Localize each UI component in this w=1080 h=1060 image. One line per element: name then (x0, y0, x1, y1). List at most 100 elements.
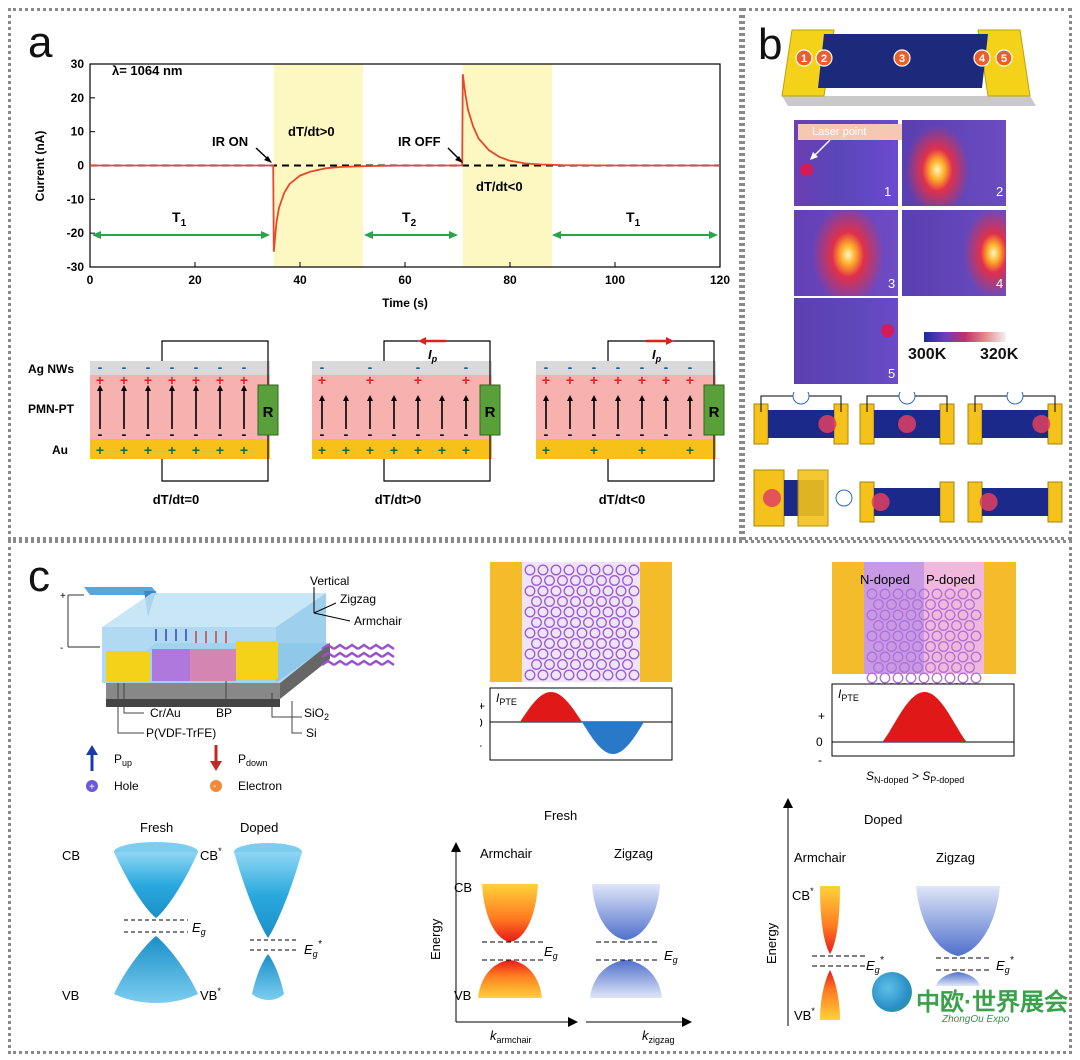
cone-doped-title: Doped (240, 820, 278, 835)
svg-text:+: + (216, 372, 224, 388)
ip-label: Ip (428, 347, 438, 364)
schematic-steady: R+--++--++--++--++--++--++--+ (90, 340, 279, 482)
ipte-fresh-curve (520, 692, 582, 722)
label-bp: BP (216, 706, 232, 720)
band-diagram-fresh: Fresh Armchair Zigzag Energy Eg Eg CB VB… (428, 808, 692, 1045)
ag-layer (312, 361, 492, 375)
au-layer (90, 439, 270, 459)
svg-text:-: - (568, 359, 573, 375)
k-zigzag-label: kzigzag (642, 1028, 675, 1045)
svg-text:+: + (414, 442, 422, 458)
label-au: Au (52, 443, 68, 457)
panel-a-border (8, 8, 742, 540)
svg-text:-: - (640, 359, 645, 375)
ir-off-label: IR OFF (398, 134, 441, 149)
ipte-minus: - (480, 738, 482, 752)
svg-text:+: + (318, 372, 326, 388)
svg-text:-: - (194, 359, 199, 375)
svg-text:-: - (544, 359, 549, 375)
watermark-main: 中欧·世界展会 (916, 989, 1068, 1016)
svg-text:+: + (390, 442, 398, 458)
svg-text:-: - (218, 426, 223, 442)
x-tick-label: 0 (87, 273, 94, 287)
position-marker-label: 4 (979, 53, 986, 65)
label-pmn-pt: PMN-PT (28, 402, 75, 416)
electrode (939, 481, 955, 523)
caption-steady: dT/dt=0 (153, 492, 200, 507)
svg-text:+: + (462, 442, 470, 458)
svg-text:-: - (688, 426, 693, 442)
ammeter (792, 392, 810, 405)
svg-text:+: + (168, 372, 176, 388)
t1-left-label: T1 (172, 209, 187, 229)
svg-text:-: - (688, 359, 693, 375)
svg-text:-: - (122, 426, 127, 442)
x-tick-label: 80 (503, 273, 517, 287)
cone-fresh-title: Fresh (140, 820, 173, 835)
electrode (1047, 481, 1063, 523)
svg-text:+: + (144, 442, 152, 458)
x-axis-label: Time (s) (382, 296, 428, 310)
laser-spot (979, 493, 998, 511)
ir-on-arrowhead (264, 156, 272, 163)
svg-text:+: + (542, 442, 550, 458)
svg-text:+: + (192, 442, 200, 458)
svg-text:+: + (590, 372, 598, 388)
ip-label: Ip (652, 347, 662, 364)
ipte-doped-zero: 0 (816, 735, 823, 749)
x-tick-label: 20 (188, 273, 202, 287)
eg-arm-fresh: Eg (544, 944, 558, 961)
y-tick-label: 30 (71, 57, 85, 71)
cb-band-fresh: CB (454, 880, 472, 895)
band-doped-title: Doped (864, 812, 902, 827)
watermark-sub: ZhongOu Expo (942, 1014, 1010, 1025)
vb-band-fresh: VB (454, 988, 471, 1003)
position-marker (995, 49, 1013, 67)
dirac-cones: Fresh Doped Eg CB VB Eg* CB* VB* (62, 820, 323, 1003)
band-doped-armchair: Armchair (794, 850, 847, 865)
label-pvdf: P(VDF-TrFE) (146, 726, 216, 740)
cb-fresh: CB (62, 848, 80, 863)
svg-text:-: - (440, 426, 445, 442)
y-axis-label: Current (nA) (33, 131, 47, 202)
svg-text:+: + (192, 372, 200, 388)
svg-text:+: + (662, 372, 670, 388)
svg-text:+: + (96, 372, 104, 388)
colorbar-low-label: 300K (908, 346, 947, 363)
svg-text:+: + (89, 782, 95, 793)
vb-doped: VB* (200, 986, 221, 1003)
caption-cooling: dT/dt<0 (599, 492, 646, 507)
eg-doped: Eg* (304, 939, 323, 959)
rise-label: dT/dt>0 (288, 124, 335, 139)
svg-text:+: + (542, 372, 550, 388)
ipte-doped-minus: - (818, 753, 822, 767)
legend-pup: Pup (114, 752, 132, 768)
x-tick-label: 100 (605, 273, 625, 287)
label-si: Si (306, 726, 317, 740)
svg-text:-: - (464, 359, 469, 375)
svg-text:-: - (122, 359, 127, 375)
heatmap-cell-5 (794, 298, 898, 384)
k-armchair-label: karmchair (490, 1028, 532, 1045)
panel-b-border (742, 8, 1072, 540)
svg-text:+: + (168, 442, 176, 458)
caption-heating: dT/dt>0 (375, 492, 422, 507)
resistor (703, 384, 725, 436)
eg-zz-fresh: Eg (664, 948, 678, 965)
energy-label-fresh: Energy (428, 918, 443, 960)
laser-spot (1032, 415, 1051, 433)
fall-label: dT/dt<0 (476, 179, 523, 194)
ammeter (898, 392, 916, 405)
svg-text:-: - (592, 426, 597, 442)
y-tick-label: -30 (67, 260, 85, 274)
laser-point-label: Laser point (798, 124, 902, 140)
y-tick-label: 20 (71, 91, 85, 105)
n-doped-label: N-doped (860, 572, 910, 587)
temperature-colorbar (924, 332, 1006, 342)
ir-on-label: IR ON (212, 134, 248, 149)
wavelength-label: λ= 1064 nm (112, 63, 182, 78)
svg-text:-: - (320, 426, 325, 442)
ipte-label-fresh: IPTE (496, 691, 517, 707)
